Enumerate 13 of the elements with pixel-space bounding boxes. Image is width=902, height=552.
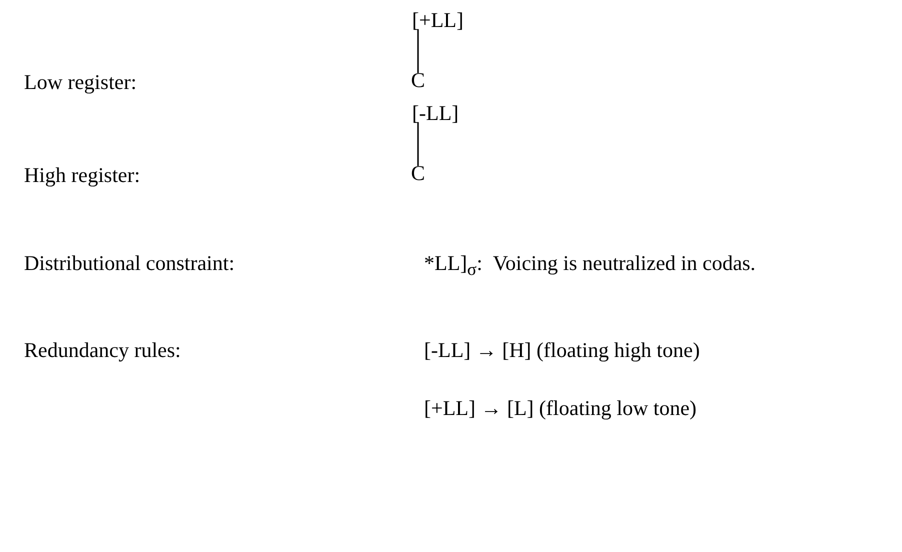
- association-line: [417, 29, 419, 73]
- rule-text: [+LL] → [L] (floating low tone): [424, 396, 697, 420]
- row-label: Low register:: [24, 70, 137, 94]
- feature-text: [-LL]: [412, 101, 459, 126]
- rule-text: [-LL] → [H] (floating high tone): [424, 338, 700, 362]
- feature-text: C: [411, 68, 426, 92]
- row-label: Distributional constraint:: [24, 251, 235, 276]
- row-label: Redundancy rules:: [24, 338, 181, 362]
- feature-text: [+LL]: [412, 8, 464, 32]
- association-line: [417, 122, 419, 166]
- row-label: High register:: [24, 163, 140, 188]
- feature-text: C: [411, 161, 426, 186]
- rule-text: *LL]$_{σ}$: Voicing is neutralized in codas.: [424, 251, 756, 280]
